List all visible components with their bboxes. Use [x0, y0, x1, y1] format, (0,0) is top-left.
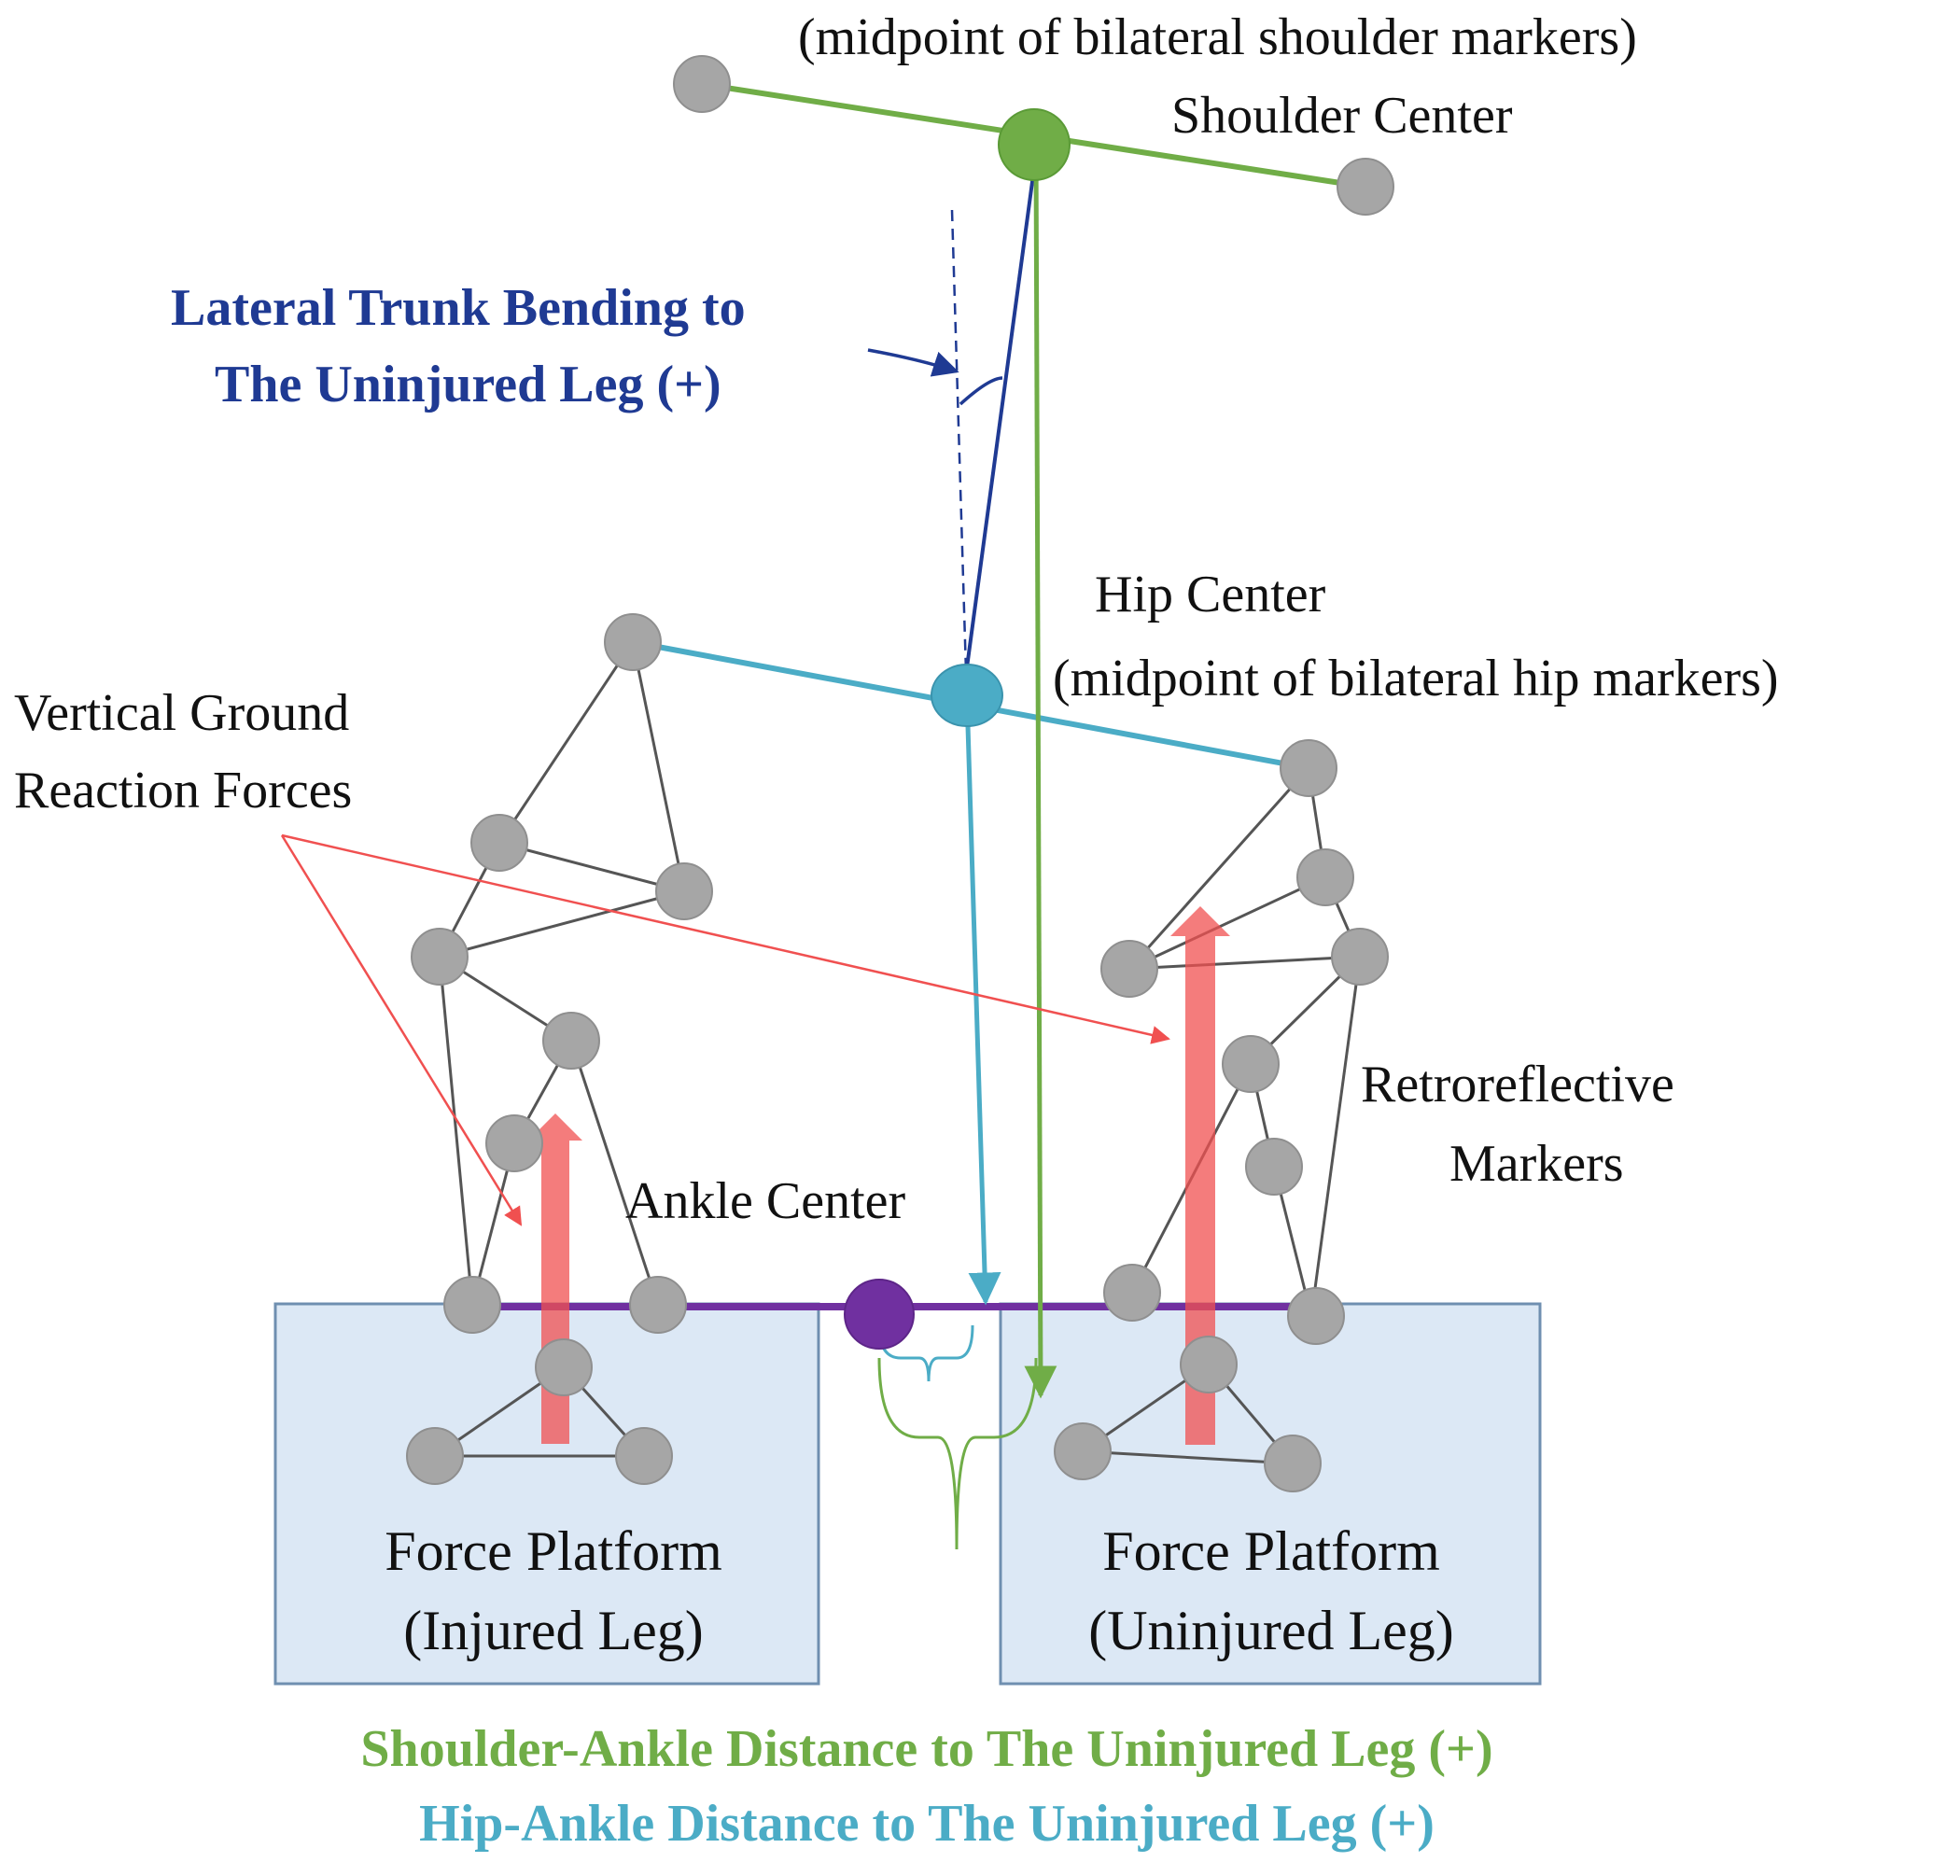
marker — [411, 928, 469, 986]
trunk-bending-label-line2: The Uninjured Leg (+) — [215, 356, 721, 413]
marker-hip-left — [604, 613, 662, 671]
ankle-center-label: Ankle Center — [625, 1172, 905, 1230]
hip-ankle-distance-label: Hip-Ankle Distance to The Uninjured Leg … — [419, 1795, 1435, 1853]
vgrf-pointer-left — [280, 834, 523, 1226]
shoulder-projection-line — [1024, 148, 1057, 1399]
marker — [1331, 928, 1389, 986]
force-platform-uninjured — [999, 1302, 1542, 1686]
marker-shoulder-right — [1337, 158, 1394, 216]
shoulder-ankle-distance-label: Shoulder-Ankle Distance to The Uninjured… — [360, 1720, 1492, 1778]
marker — [1264, 1435, 1322, 1492]
marker — [470, 814, 528, 872]
marker — [406, 1427, 464, 1485]
marker — [1180, 1336, 1238, 1393]
marker — [485, 1114, 543, 1172]
marker — [629, 1276, 687, 1334]
marker — [1103, 1264, 1161, 1322]
marker-hip-right — [1280, 739, 1337, 797]
platform-right-label-line2: (Uninjured Leg) — [1088, 1600, 1454, 1661]
platform-left-label-line2: (Injured Leg) — [403, 1600, 704, 1661]
hip-ankle-brace — [877, 1324, 974, 1382]
platform-right-label-line1: Force Platform — [1102, 1520, 1440, 1582]
marker — [443, 1276, 501, 1334]
marker-shoulder-left — [673, 55, 731, 113]
hip-center-label: Hip Center — [1095, 566, 1326, 623]
marker — [1245, 1138, 1303, 1196]
marker — [615, 1427, 673, 1485]
trunk-angle-arc — [959, 376, 1003, 406]
vgrf-pointer-right — [281, 833, 1170, 1044]
trunk-bending-label-line1: Lateral Trunk Bending to — [171, 279, 746, 337]
marker — [1100, 940, 1158, 998]
marker — [1296, 848, 1354, 906]
vgrf-arrow-left — [528, 1113, 582, 1444]
hip-center-dot — [931, 664, 1003, 727]
retroreflective-markers — [406, 55, 1394, 1492]
shoulder-center-note: (midpoint of bilateral shoulder markers) — [798, 8, 1637, 66]
marker — [542, 1012, 600, 1070]
shoulder-center-label: Shoulder Center — [1171, 87, 1513, 145]
shoulder-center-dot — [998, 108, 1071, 181]
hip-center-note: (midpoint of bilateral hip markers) — [1053, 650, 1779, 707]
marker — [1222, 1035, 1280, 1093]
marker — [655, 862, 713, 920]
markers-label-line2: Markers — [1449, 1135, 1624, 1193]
marker — [1054, 1422, 1112, 1480]
vgrf-label-line1: Vertical Ground — [14, 684, 349, 742]
marker — [535, 1338, 593, 1396]
shoulder-ankle-brace — [877, 1357, 1038, 1550]
platform-left-label-line1: Force Platform — [385, 1520, 722, 1582]
vgrf-label-line2: Reaction Forces — [14, 762, 352, 819]
ankle-center-dot — [844, 1279, 915, 1350]
trunk-line — [965, 167, 1036, 668]
markers-label-line1: Retroreflective — [1361, 1056, 1674, 1113]
vertical-reference-dashed — [950, 209, 968, 673]
hip-projection-line — [964, 694, 1001, 1306]
trunk-label-arrow — [867, 348, 959, 377]
marker — [1287, 1287, 1345, 1345]
